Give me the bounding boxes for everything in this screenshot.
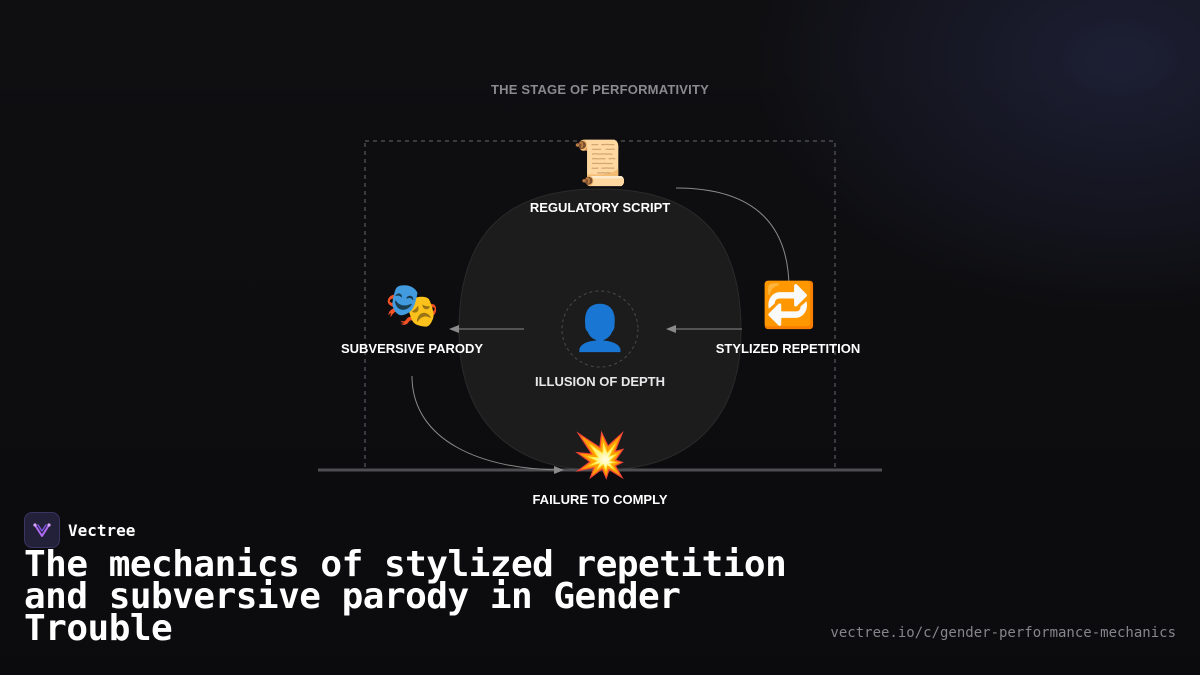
diagram-title: THE STAGE OF PERFORMATIVITY [491, 82, 709, 97]
scroll-icon: 📜 [572, 139, 628, 188]
node-label-regulatory-script: REGULATORY SCRIPT [529, 200, 671, 215]
brand-name: Vectree [68, 520, 136, 540]
center-ring [561, 290, 639, 368]
node-label-subversive-parody: SUBVERSIVE PARODY [340, 341, 484, 356]
vectree-logo-icon [24, 512, 60, 548]
theater-masks-icon: 🎭 [384, 281, 440, 330]
source-url[interactable]: vectree.io/c/gender-performance-mechanic… [830, 625, 1176, 641]
node-label-stylized-repetition: STYLIZED REPETITION [715, 341, 861, 356]
node-label-illusion-of-depth: ILLUSION OF DEPTH [535, 374, 665, 389]
arrow-parody-to-failure [411, 375, 564, 474]
repeat-icon: 🔁 [761, 281, 817, 330]
arrow-script-to-repetition [675, 187, 794, 293]
brand: Vectree [24, 512, 135, 548]
node-label-failure-to-comply: FAILURE TO COMPLY [532, 492, 668, 507]
collision-icon: 💥 [572, 431, 628, 480]
person-silhouette-icon: 👤 [572, 304, 628, 353]
page-title: The mechanics of stylized repetition and… [24, 544, 787, 649]
